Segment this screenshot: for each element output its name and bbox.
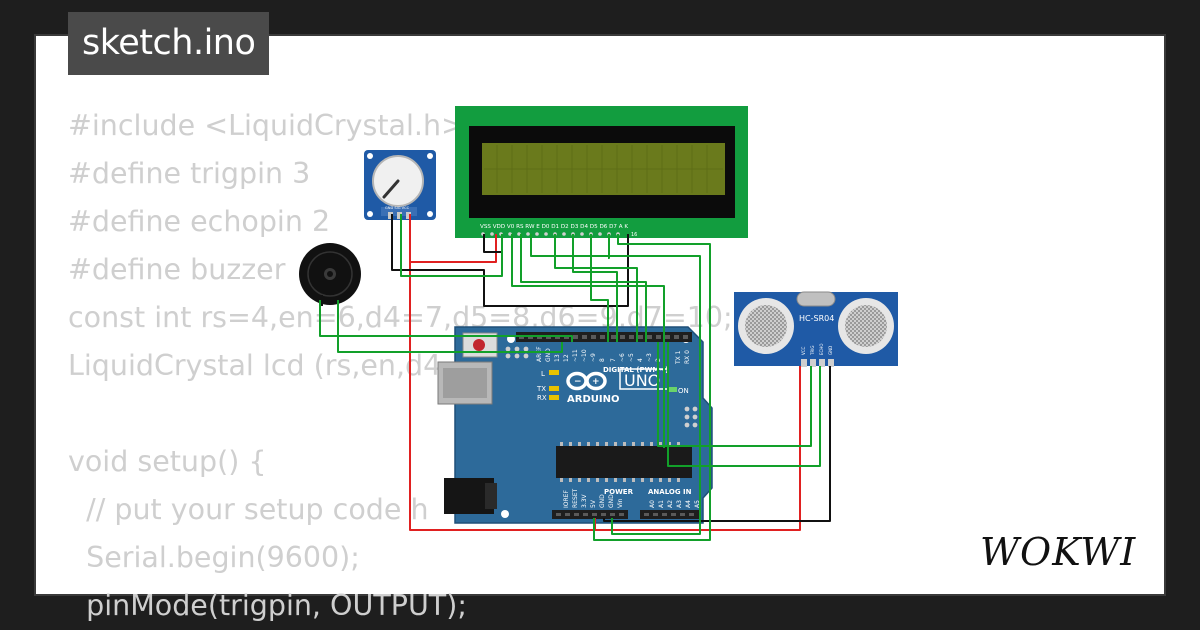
pin-label: A5 (694, 500, 701, 508)
wire-black[interactable] (391, 214, 629, 307)
pin-label: 13 (554, 354, 561, 362)
led-l-label: L (541, 370, 545, 378)
code-line: #define echopin 2 (68, 205, 331, 238)
wire-green[interactable] (337, 300, 563, 353)
wokwi-logo-text: WOKWI (980, 530, 1136, 574)
pin-label: 4 (637, 358, 644, 362)
wire-green[interactable] (511, 234, 665, 448)
file-tab[interactable]: sketch.ino (68, 12, 270, 75)
analog-label: ANALOG IN (648, 488, 692, 496)
svg-text:+: + (592, 377, 600, 387)
code-line: #include <LiquidCrystal.h> (68, 109, 465, 142)
wire-green[interactable] (319, 300, 573, 342)
pin-label: ~10 (581, 349, 588, 362)
wire-green[interactable] (593, 234, 711, 541)
pin-label: VCC (801, 346, 806, 355)
pin-label: A4 (685, 500, 692, 508)
pin-label: GND (608, 494, 615, 508)
pin-label: AREF (536, 346, 543, 362)
uno-label: UNO (624, 371, 660, 390)
pin-label: 12 (563, 354, 570, 362)
lcd-pin-end: 16 (631, 232, 637, 238)
lcd-16x2[interactable]: VSS VDD V0 RS RW E D0 D1 D2 D3 D4 D5 D6 … (455, 106, 748, 238)
wire-green[interactable] (608, 234, 610, 259)
svg-text:−: − (574, 377, 582, 387)
arduino-uno-board[interactable]: AREF GND 13 12 ~11 ~10 ~9 8 7 ~6 ~5 4 ~3… (437, 326, 713, 524)
pin-label: Vin (617, 498, 624, 508)
atmega-chip (556, 446, 692, 478)
pin-label: GND (545, 348, 552, 362)
arduino-infinity-logo (566, 371, 607, 391)
pot-pin-labels: GND SIG VCC (385, 206, 410, 210)
analog-header[interactable] (640, 510, 700, 519)
pin-label: TRIG (810, 345, 815, 356)
power-header[interactable] (552, 510, 628, 519)
wire-red[interactable] (410, 234, 497, 263)
code-editor[interactable]: #include <LiquidCrystal.h> #define trigp… (68, 102, 733, 630)
sensor-label: HC-SR04 (799, 314, 834, 323)
code-line: void setup() { (68, 445, 267, 478)
code-line: pinMode(trigpin, OUTPUT); (68, 589, 467, 622)
pin-label: A2 (667, 500, 674, 508)
pin-label: GND (828, 346, 833, 355)
code-line: #define trigpin 3 (68, 157, 311, 190)
pin-label: ~9 (590, 353, 597, 362)
pin-label: A0 (649, 500, 656, 508)
led-rx-label: RX (537, 394, 547, 402)
pin-label: ~6 (619, 353, 626, 362)
wire-black[interactable] (603, 366, 831, 522)
pin-label: A3 (676, 500, 683, 508)
pin-label: ~5 (628, 353, 635, 362)
pin-label: A1 (658, 500, 665, 508)
pin-label: ~11 (572, 349, 579, 362)
ultrasonic-sensor[interactable]: HC-SR04 VCC TRIG ECHO GND (734, 291, 898, 367)
code-line: // put your setup code h (68, 493, 429, 526)
pin-label: GND (599, 494, 606, 508)
wire-red[interactable] (409, 214, 801, 531)
wire-green[interactable] (400, 214, 503, 277)
digital-label: DIGITAL (PWM~) (603, 366, 668, 374)
power-label: POWER (604, 488, 634, 496)
buzzer[interactable] (299, 243, 361, 305)
code-line: Serial.begin(9600); (68, 541, 360, 574)
pin-label: 7 (610, 358, 617, 362)
lcd-pin-labels: VSS VDD V0 RS RW E D0 D1 D2 D3 D4 D5 D6 … (480, 224, 628, 230)
pin-label: 8 (599, 358, 606, 362)
pin-label: 5V (590, 499, 597, 508)
led-tx-label: TX (536, 385, 546, 393)
pin-label: TX 1 (675, 350, 682, 365)
pin-label: ~3 (646, 353, 653, 362)
wire-black[interactable] (483, 234, 503, 262)
code-line: LiquidCrystal lcd (rs,en,d4 (68, 349, 442, 382)
pin-label: IOREF (563, 490, 570, 508)
potentiometer[interactable]: GND SIG VCC (364, 150, 436, 220)
wire-green[interactable] (590, 234, 609, 342)
wire-green[interactable] (667, 342, 821, 467)
pin-label: RX 0 (684, 350, 691, 364)
wire-green[interactable] (554, 234, 638, 342)
arduino-brand: ARDUINO (567, 394, 619, 405)
wire-green[interactable] (530, 234, 701, 535)
pin-label: 3.3V (581, 493, 588, 508)
wires (319, 214, 831, 541)
on-label: ON (678, 387, 689, 395)
wokwi-logo: WOKWI (980, 530, 1136, 574)
wire-green[interactable] (520, 234, 647, 342)
code-line: #define buzzer (68, 253, 286, 286)
pin-label: RESET (572, 488, 579, 508)
wire-green[interactable] (572, 234, 618, 342)
wire-green[interactable] (657, 342, 812, 447)
pin-label: ECHO (819, 344, 824, 355)
